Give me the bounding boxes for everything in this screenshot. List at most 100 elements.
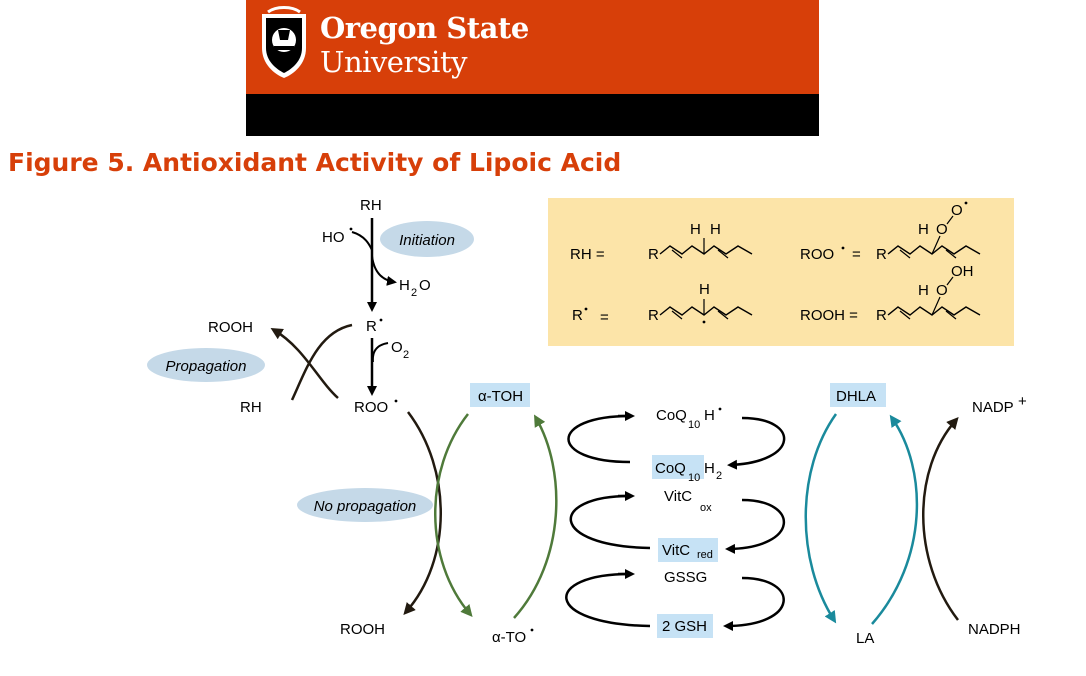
vitc-ox: VitC [664, 488, 692, 505]
coqh2-coq: CoQ [655, 460, 686, 477]
vitc-red-sub: red [697, 549, 713, 561]
no-propagation-label: No propagation [314, 498, 417, 515]
legend-roo-o1: O [936, 221, 948, 238]
banner-top: Oregon State University [246, 0, 819, 94]
propagation-arc-2 [270, 327, 339, 399]
coqh2-2: 2 [716, 470, 722, 482]
coqh-radical-10: 10 [688, 419, 700, 431]
legend-rh-h2: H [710, 221, 721, 238]
coqh-radical-dot [718, 407, 722, 411]
legend-r-label: R [572, 307, 583, 324]
gsh-highlight [657, 614, 713, 638]
legend-rooh-label: ROOH = [800, 307, 858, 324]
coqh-radical-coq: CoQ [656, 407, 687, 424]
nadp-label: NADP [972, 399, 1014, 416]
legend-r-radical: R = R H [572, 281, 753, 326]
dhla-to-la-arrow [804, 413, 838, 624]
vitc-ox-sub: ox [700, 502, 712, 514]
o2-2: 2 [403, 349, 409, 361]
rooh-left: ROOH [208, 319, 253, 336]
legend-roo-r: R [876, 246, 887, 263]
left-loop-2 [569, 494, 651, 550]
legend-rooh-double1 [899, 310, 911, 320]
legend-rh-h1: H [690, 221, 701, 238]
no-propagation-bubble [297, 488, 433, 522]
legend-roo-bond [931, 235, 941, 255]
legend-rh-label: RH = [570, 246, 605, 263]
gsh-label: 2 GSH [662, 618, 707, 635]
la-label: LA [856, 630, 874, 647]
nadph-label: NADPH [968, 621, 1021, 638]
gssg-label: GSSG [664, 569, 707, 586]
coqh-radical-h: H [704, 407, 715, 424]
roo-radical: ROO [354, 399, 388, 416]
legend-rh-double1 [671, 249, 683, 259]
rooh-bottom: ROOH [340, 621, 385, 638]
legend-r-h: H [699, 281, 710, 298]
r-radical: R [366, 318, 377, 335]
atoh-to-ato-arrow [434, 413, 473, 618]
legend-rh-double2 [717, 249, 729, 259]
atoh-highlight [470, 383, 530, 407]
right-loop-1 [727, 416, 786, 470]
propagation-arc-1 [290, 323, 353, 401]
legend-rooh-r: R [876, 307, 887, 324]
osu-seal-logo [262, 6, 306, 78]
brand-university: University [320, 45, 468, 79]
brand-oregon-state: Oregon State [320, 11, 529, 45]
water-curve [371, 255, 397, 286]
legend-roo-double1 [899, 249, 911, 259]
ho-radical-dot [349, 227, 353, 231]
legend-rh-r: R [648, 246, 659, 263]
o2-curve [371, 342, 389, 363]
dhla-label: DHLA [836, 388, 876, 405]
legend-rooh-double2 [945, 310, 957, 320]
legend-roo-label: ROO [800, 246, 834, 263]
rh-top: RH [360, 197, 382, 214]
legend-rooh-oh-bond [946, 276, 954, 286]
ato-to-atoh-arrow [513, 414, 558, 619]
initiation-label: Initiation [399, 232, 455, 249]
legend-roo-oo-bond [946, 215, 954, 225]
left-loop-3 [565, 572, 651, 628]
left-loop-1 [567, 414, 631, 464]
legend-roo-o-dot [964, 201, 968, 205]
propagation-bubble [147, 348, 265, 382]
ho-radical: HO [322, 229, 345, 246]
roo-to-rooh-arrow [403, 411, 442, 615]
legend-r-double2 [717, 310, 729, 320]
legend-r-double1 [671, 310, 683, 320]
legend-panel [548, 198, 1014, 346]
breadcrumb-lpi-link[interactable]: Linus Pauling Institute [254, 201, 453, 222]
legend-r-chain-dot [702, 320, 706, 324]
water-h: H [399, 277, 410, 294]
legend-rooh: ROOH = R H O OH [800, 263, 981, 324]
breadcrumb-separator: » [456, 201, 468, 222]
legend-rooh-h: H [918, 282, 929, 299]
right-loop-2 [725, 498, 785, 554]
nadp-plus: + [1018, 393, 1027, 410]
legend-rooh-bond [931, 296, 941, 316]
dhla-highlight [830, 383, 886, 407]
legend-roo: ROO = R H O O [800, 201, 981, 263]
right-loop-3 [723, 576, 785, 631]
water-o: O [419, 277, 431, 294]
vitc-red-highlight [658, 538, 718, 562]
legend-rooh-o: O [936, 282, 948, 299]
ho-curve [351, 231, 373, 251]
legend-roo-o2: O [951, 202, 963, 219]
figure-title: Figure 5. Antioxidant Activity of Lipoic… [8, 148, 622, 177]
nadph-to-nadp-arrow [922, 416, 959, 621]
legend-roo-eq: = [852, 246, 861, 263]
coqh2-highlight [652, 455, 704, 479]
roo-radical-dot [394, 399, 398, 403]
legend-r-r: R [648, 307, 659, 324]
propagation-label: Propagation [166, 358, 247, 375]
legend-rooh-oh: OH [951, 263, 974, 280]
legend-rh: RH = R H H [570, 221, 753, 263]
atoh-label: α-TOH [478, 388, 523, 405]
water-2: 2 [411, 287, 417, 299]
ato-radical: α-TO [492, 629, 526, 646]
la-to-dhla-arrow [871, 414, 919, 625]
